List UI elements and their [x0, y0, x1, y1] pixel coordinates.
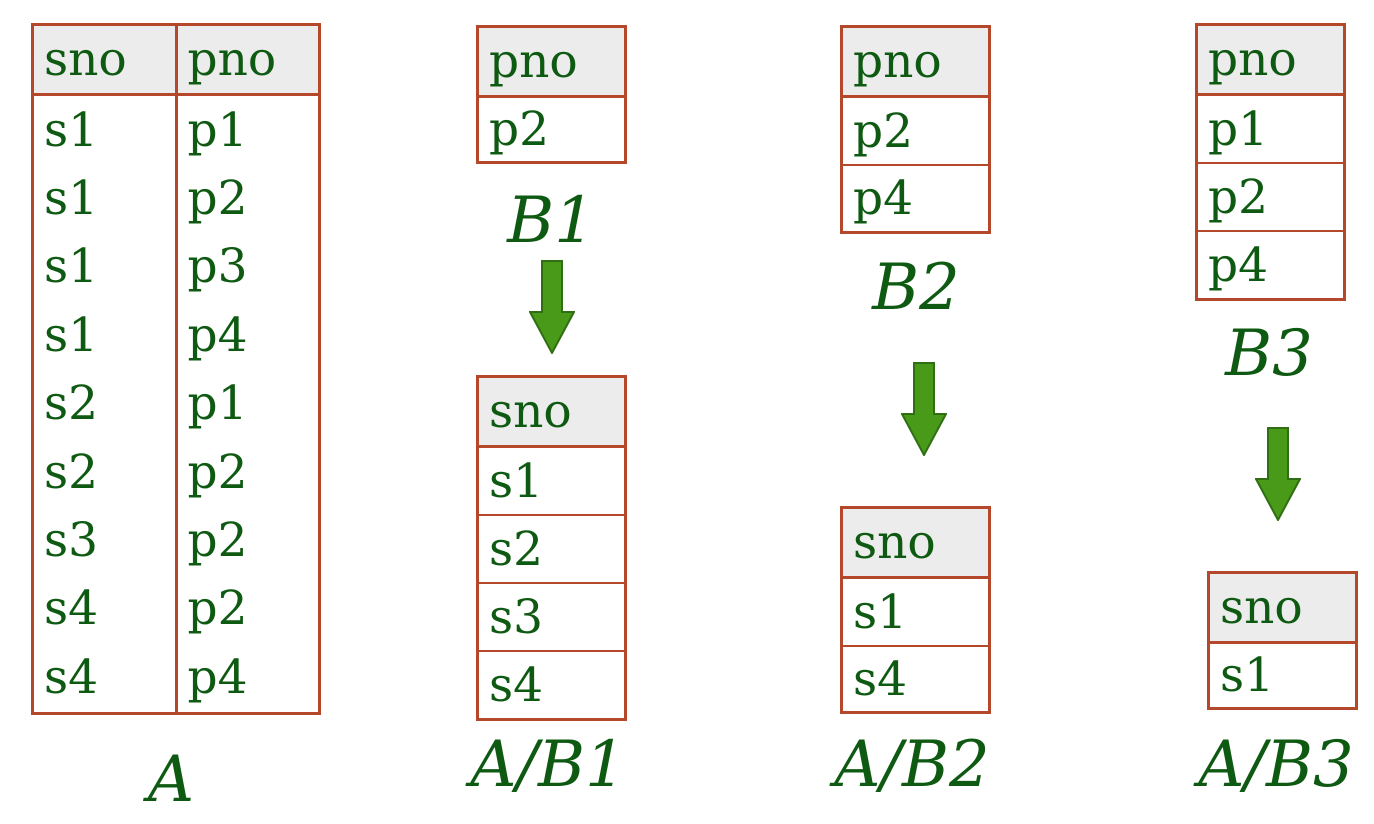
relation-b3-table: pno p1 p2 p4: [1195, 23, 1346, 301]
caption-a-div-b2: A/B2: [834, 728, 990, 802]
table-row: s4 p4: [34, 643, 319, 712]
table-a-cell-pno: p1: [174, 369, 319, 438]
b3-cell: p1: [1208, 101, 1268, 157]
result-a-div-b2-table: sno s1 s4: [840, 506, 991, 714]
a-div-b2-cell: s1: [853, 584, 908, 640]
relation-a-table: sno pno s1 p1 s1 p2 s1 p3 s1 p4 s2 p1 s2…: [31, 23, 321, 715]
caption-a-div-b3: A/B3: [1198, 728, 1354, 802]
table-row: s2: [479, 516, 624, 584]
result-a-div-b1-table: sno s1 s2 s3 s4: [476, 375, 627, 721]
table-row: s1: [1210, 644, 1355, 707]
table-row: s1: [843, 579, 988, 647]
b3-cell: p4: [1208, 237, 1268, 293]
table-row: p2: [479, 98, 624, 161]
table-row: p1: [1198, 96, 1343, 164]
table-row: p4: [1198, 232, 1343, 298]
caption-a-div-b1: A/B1: [470, 728, 626, 802]
table-a-cell-sno: s3: [44, 513, 99, 569]
result-a-div-b3-table: sno s1: [1207, 571, 1358, 710]
table-a-header-sno: sno: [44, 32, 127, 87]
b2-header-pno: pno: [853, 34, 942, 89]
table-a-cell-sno: s2: [44, 376, 99, 432]
table-a-header-pno: pno: [174, 26, 319, 93]
a-div-b1-header-sno: sno: [489, 384, 572, 439]
table-a-cell-sno: s1: [44, 171, 99, 227]
relation-b1-table: pno p2: [476, 25, 627, 164]
table-row: s2 p2: [34, 437, 319, 507]
a-div-b3-header-row: sno: [1210, 574, 1355, 644]
relation-b2-table: pno p2 p4: [840, 25, 991, 234]
table-row: p2: [1198, 164, 1343, 232]
table-a-cell-pno: p2: [174, 437, 319, 507]
table-row: s3 p2: [34, 506, 319, 575]
table-row: s2 p1: [34, 369, 319, 438]
b3-header-pno: pno: [1208, 32, 1297, 87]
table-row: s1 p3: [34, 232, 319, 302]
a-div-b1-cell: s3: [489, 589, 544, 645]
caption-b1: B1: [507, 184, 595, 258]
table-row: s1: [479, 448, 624, 516]
b2-header-row: pno: [843, 28, 988, 98]
a-div-b3-cell: s1: [1220, 648, 1275, 703]
down-arrow-icon: [529, 260, 575, 354]
table-row: s4 p2: [34, 574, 319, 644]
table-a-cell-pno: p2: [174, 164, 319, 233]
down-arrow-icon: [901, 362, 947, 456]
table-row: p4: [843, 166, 988, 231]
table-a-header-row: sno pno: [34, 26, 318, 96]
table-a-cell-pno: p2: [174, 506, 319, 575]
table-row: p2: [843, 98, 988, 166]
table-a-cell-pno: p3: [174, 232, 319, 302]
table-a-cell-sno: s4: [44, 649, 99, 705]
table-a-cell-pno: p2: [174, 574, 319, 644]
b1-header-pno: pno: [489, 34, 578, 89]
b2-cell: p4: [853, 171, 913, 226]
table-a-cell-pno: p4: [174, 643, 319, 712]
a-div-b1-cell: s2: [489, 521, 544, 577]
table-row: s1 p2: [34, 164, 319, 233]
a-div-b3-header-sno: sno: [1220, 580, 1303, 635]
b1-header-row: pno: [479, 28, 624, 98]
b3-header-row: pno: [1198, 26, 1343, 96]
down-arrow-icon: [1255, 427, 1301, 521]
table-a-cell-sno: s1: [44, 239, 99, 295]
a-div-b2-cell: s4: [853, 651, 908, 707]
table-a-cell-pno: p1: [174, 96, 319, 165]
table-a-cell-sno: s1: [44, 102, 99, 158]
b1-cell: p2: [489, 102, 549, 157]
table-row: s4: [843, 647, 988, 711]
a-div-b2-header-row: sno: [843, 509, 988, 579]
table-a-cell-sno: s4: [44, 581, 99, 637]
a-div-b1-cell: s4: [489, 657, 544, 713]
table-a-cell-sno: s2: [44, 444, 99, 500]
table-row: s3: [479, 584, 624, 652]
table-a-cell-sno: s1: [44, 307, 99, 363]
caption-b2: B2: [872, 251, 960, 325]
a-div-b2-header-sno: sno: [853, 515, 936, 570]
caption-a: A: [147, 743, 195, 817]
table-row: s1 p1: [34, 96, 319, 165]
table-a-cell-pno: p4: [174, 301, 319, 370]
table-row: s4: [479, 652, 624, 718]
b2-cell: p2: [853, 103, 913, 159]
b3-cell: p2: [1208, 169, 1268, 225]
table-row: s1 p4: [34, 301, 319, 370]
caption-b3: B3: [1225, 317, 1313, 391]
a-div-b1-header-row: sno: [479, 378, 624, 448]
a-div-b1-cell: s1: [489, 453, 544, 509]
